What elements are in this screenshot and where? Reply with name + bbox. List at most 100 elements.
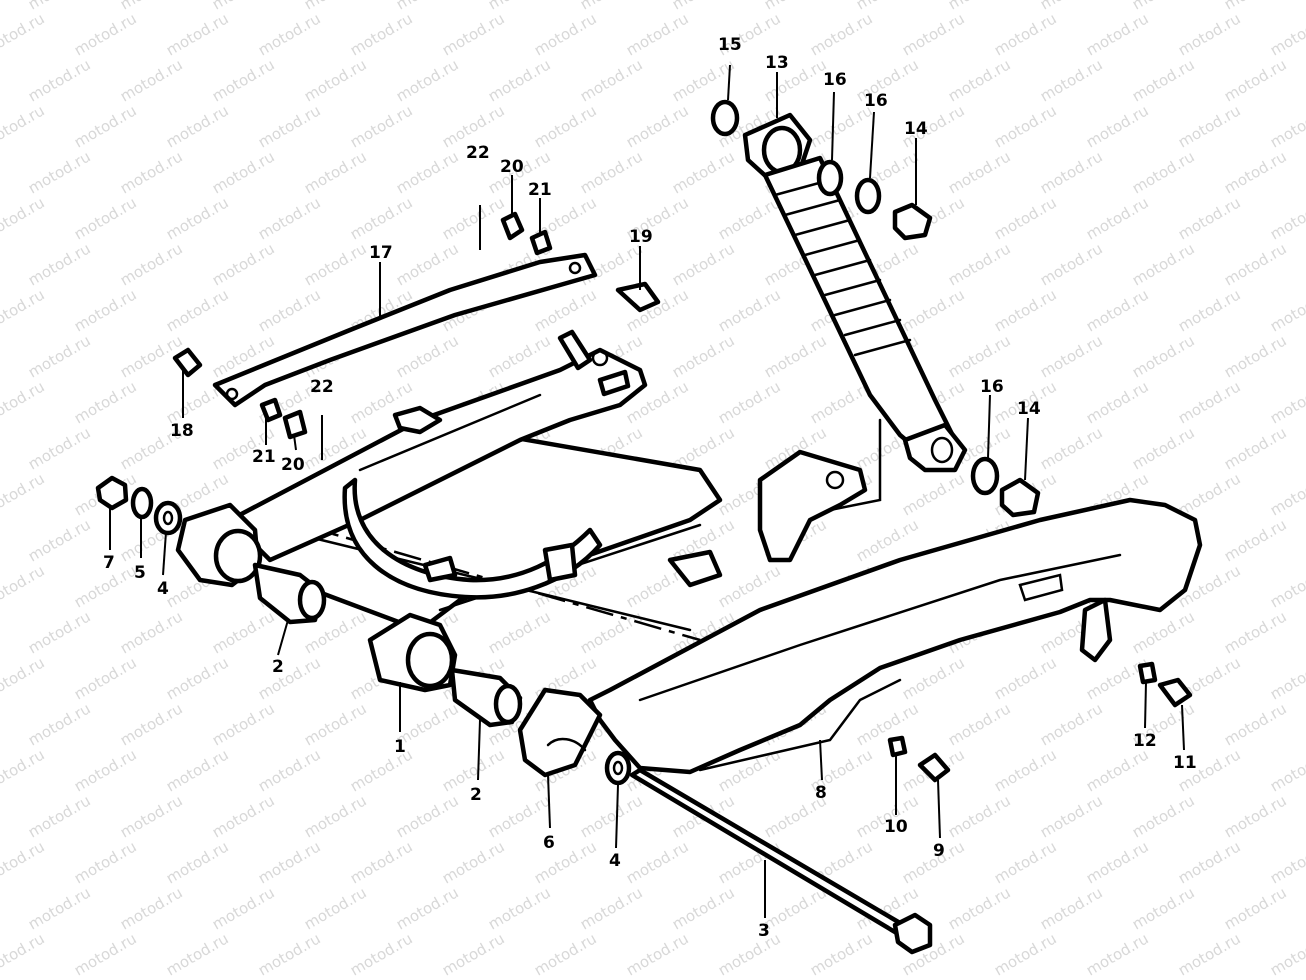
watermark-text: motod.ru: [25, 883, 94, 933]
watermark-text: motod.ru: [255, 285, 324, 335]
callout-9: 9: [933, 841, 945, 861]
watermark-text: motod.ru: [71, 285, 140, 335]
watermark-text: motod.ru: [1267, 561, 1306, 611]
watermark-text: motod.ru: [945, 331, 1014, 381]
watermark-text: motod.ru: [163, 9, 232, 59]
watermark-text: motod.ru: [1129, 239, 1198, 289]
watermark-text: motod.ru: [301, 791, 370, 841]
watermark-text: motod.ru: [1175, 837, 1244, 887]
watermark-text: motod.ru: [1083, 837, 1152, 887]
watermark-text: motod.ru: [117, 55, 186, 105]
watermark-text: motod.ru: [301, 883, 370, 933]
callout-15: 15: [718, 35, 742, 55]
watermark-text: motod.ru: [1129, 55, 1198, 105]
callout-22: 22: [466, 143, 490, 163]
watermark-text: motod.ru: [1267, 101, 1306, 151]
watermark-text: motod.ru: [991, 285, 1060, 335]
watermark-text: motod.ru: [393, 239, 462, 289]
watermark-text: motod.ru: [669, 147, 738, 197]
watermark-text: motod.ru: [1083, 101, 1152, 151]
watermark-text: motod.ru: [991, 929, 1060, 979]
watermark-text: motod.ru: [393, 147, 462, 197]
watermark-text: motod.ru: [1175, 193, 1244, 243]
watermark-text: motod.ru: [347, 929, 416, 979]
callout-16: 16: [823, 70, 847, 90]
watermark-text: motod.ru: [0, 653, 48, 703]
chain-buffer: [517, 687, 603, 778]
watermark-text: motod.ru: [669, 883, 738, 933]
watermark-text: motod.ru: [163, 193, 232, 243]
watermark-text: motod.ru: [945, 699, 1014, 749]
callout-11: 11: [1173, 753, 1197, 773]
torque-link: [212, 252, 598, 408]
watermark-text: motod.ru: [209, 883, 278, 933]
left-pivot-hardware: [95, 475, 183, 536]
watermark-text: motod.ru: [1221, 147, 1290, 197]
watermark-text: motod.ru: [439, 193, 508, 243]
callout-18: 18: [170, 421, 194, 441]
callout-22: 22: [310, 377, 334, 397]
watermark-text: motod.ru: [393, 883, 462, 933]
watermark-text: motod.ru: [623, 929, 692, 979]
shock-absorber: [710, 99, 1041, 518]
torque-link-fasteners: [172, 205, 661, 460]
watermark-text: motod.ru: [0, 285, 48, 335]
watermark-text: motod.ru: [0, 423, 2, 473]
watermark-text: motod.ru: [1175, 377, 1244, 427]
callout-16: 16: [864, 91, 888, 111]
callout-numbers: 1 2 2 3 4 4 5 6 7 8 9 10 11 12 13 14 14 …: [103, 35, 1197, 941]
watermark-text: motod.ru: [1221, 331, 1290, 381]
watermark-text: motod.ru: [393, 331, 462, 381]
watermark-text: motod.ru: [853, 699, 922, 749]
watermark-text: motod.ru: [1221, 55, 1290, 105]
watermark-text: motod.ru: [0, 0, 2, 13]
watermark-text: motod.ru: [255, 929, 324, 979]
watermark-text: motod.ru: [577, 883, 646, 933]
callout-16: 16: [980, 377, 1004, 397]
watermark-text: motod.ru: [163, 837, 232, 887]
watermark-text: motod.ru: [531, 285, 600, 335]
watermark-text: motod.ru: [0, 883, 2, 933]
watermark-text: motod.ru: [301, 239, 370, 289]
watermark-text: motod.ru: [71, 653, 140, 703]
watermark-text: motod.ru: [0, 239, 2, 289]
watermark-text: motod.ru: [0, 101, 48, 151]
callout-14: 14: [1017, 399, 1041, 419]
watermark-text: motod.ru: [991, 193, 1060, 243]
watermark-text: motod.ru: [163, 101, 232, 151]
watermark-text: motod.ru: [899, 9, 968, 59]
watermark-text: motod.ru: [0, 55, 2, 105]
watermark-text: motod.ru: [1037, 423, 1106, 473]
watermark-text: motod.ru: [1221, 699, 1290, 749]
watermark-text: motod.ru: [715, 929, 784, 979]
watermark-text: motod.ru: [715, 193, 784, 243]
watermark-text: motod.ru: [1221, 607, 1290, 657]
watermark-text: motod.ru: [1267, 377, 1306, 427]
watermark-text: motod.ru: [531, 101, 600, 151]
watermark-text: motod.ru: [0, 377, 48, 427]
watermark-text: motod.ru: [1129, 883, 1198, 933]
watermark-text: motod.ru: [117, 883, 186, 933]
watermark-text: motod.ru: [301, 147, 370, 197]
watermark-text: motod.ru: [25, 55, 94, 105]
watermark-text: motod.ru: [347, 193, 416, 243]
chain-case-fasteners: [887, 661, 1193, 783]
watermark-text: motod.ru: [0, 929, 48, 979]
callout-13: 13: [765, 53, 789, 73]
watermark-text: motod.ru: [1129, 147, 1198, 197]
watermark-text: motod.ru: [991, 837, 1060, 887]
watermark-text: motod.ru: [1267, 9, 1306, 59]
watermark-text: motod.ru: [1221, 883, 1290, 933]
watermark-text: motod.ru: [761, 883, 830, 933]
watermark-text: motod.ru: [301, 699, 370, 749]
callout-7: 7: [103, 553, 115, 573]
watermark-text: motod.ru: [1267, 837, 1306, 887]
watermark-text: motod.ru: [209, 791, 278, 841]
watermark-text: motod.ru: [0, 515, 2, 565]
watermark-text: motod.ru: [117, 699, 186, 749]
watermark-text: motod.ru: [163, 653, 232, 703]
watermark-text: motod.ru: [163, 745, 232, 795]
watermark-text: motod.ru: [1175, 285, 1244, 335]
callout-2: 2: [470, 785, 482, 805]
